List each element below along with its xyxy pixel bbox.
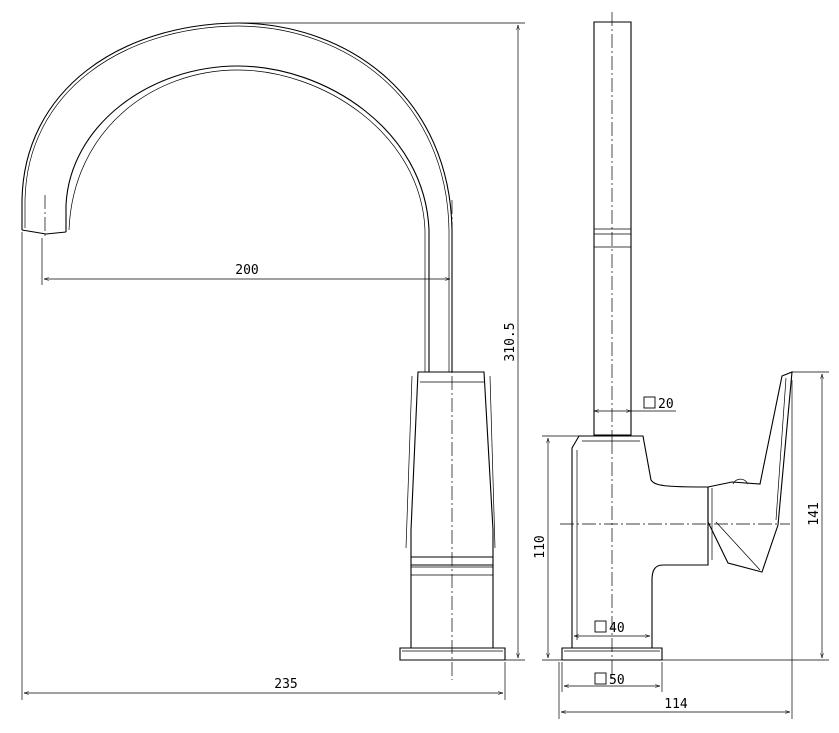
square-section-icon <box>643 396 656 409</box>
dimension-tube-section: 20 <box>594 396 676 412</box>
dim-20-label: 20 <box>658 397 674 412</box>
square-section-icon <box>594 672 607 685</box>
dimension-side-width: 114 <box>558 380 793 719</box>
front-view: 200 310.5 235 <box>21 22 525 700</box>
dim-235-label: 235 <box>274 677 297 692</box>
dimension-overall-depth: 235 <box>21 232 506 700</box>
dim-200-label: 200 <box>235 263 258 278</box>
dim-40-label: 40 <box>609 621 625 636</box>
dimension-base-section: 50 <box>561 662 663 692</box>
side-body <box>560 435 790 680</box>
side-view: 20 110 40 50 114 <box>533 12 829 719</box>
square-section-icon <box>594 620 607 633</box>
spout-gooseneck <box>21 22 453 372</box>
dim-110-label: 110 <box>533 535 548 558</box>
dim-141-label: 141 <box>807 502 822 525</box>
side-handle <box>707 371 793 573</box>
dimension-body-height: 110 <box>533 435 579 661</box>
dimension-body-section: 40 <box>574 620 650 636</box>
dim-114-label: 114 <box>664 697 688 712</box>
dim-310-5-label: 310.5 <box>503 322 518 361</box>
front-body <box>399 200 506 680</box>
dimension-overall-height: 310.5 <box>240 22 525 661</box>
dim-50-label: 50 <box>609 673 625 688</box>
dimension-spout-reach: 200 <box>41 238 450 285</box>
side-tube <box>593 12 632 440</box>
dimension-side-height: 141 <box>662 371 829 661</box>
